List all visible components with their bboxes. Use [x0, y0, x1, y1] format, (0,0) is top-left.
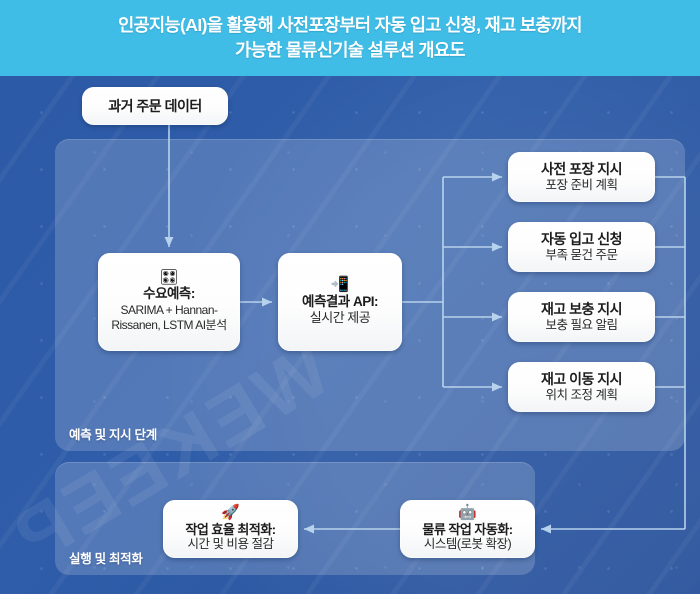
node-demand-forecast[interactable]: 🎛 수요예측: SARIMA + Hannan- Rissanen, LSTM …	[98, 253, 240, 351]
node-stock-move-instruction-title: 재고 이동 지시	[540, 370, 623, 387]
node-prediction-api[interactable]: 📲 예측결과 API: 실시간 제공	[278, 253, 402, 351]
node-source-data-title: 과거 주문 데이터	[108, 97, 202, 114]
node-efficiency-optimization-subtitle: 시간 및 비용 절감	[187, 537, 274, 552]
node-auto-inbound-request-title: 자동 입고 신청	[540, 230, 623, 247]
node-auto-inbound-request[interactable]: 자동 입고 신청 부족 묻건 주문	[508, 222, 655, 272]
node-logistics-automation-subtitle: 시스템(로봇 확장)	[423, 537, 512, 552]
panel-forecast-label: 예측 및 지시 단계	[69, 428, 157, 442]
node-prediction-api-subtitle: 실시간 제공	[309, 310, 371, 326]
node-demand-forecast-title: 수요예측:	[143, 286, 195, 302]
header-banner: 인공지능(AI)을 활용해 사전포장부터 자동 입고 신청, 재고 보충까지 가…	[0, 0, 700, 76]
diagram-canvas: WEKEEP 예측 및 지시 단계 실행 및 최적화	[0, 76, 700, 594]
node-prepack-instruction[interactable]: 사전 포장 지시 포장 준비 계획	[508, 152, 655, 202]
node-stock-replenish-instruction[interactable]: 재고 보충 지시 보충 필요 알림	[508, 292, 655, 342]
node-auto-inbound-request-subtitle: 부족 묻건 주문	[545, 247, 618, 262]
node-prepack-instruction-subtitle: 포장 준비 계획	[545, 177, 618, 192]
robot-icon: 🤖	[458, 504, 477, 522]
node-stock-replenish-instruction-title: 재고 보충 지시	[540, 300, 623, 317]
node-stock-move-instruction[interactable]: 재고 이동 지시 위치 조정 계획	[508, 362, 655, 412]
rocket-icon: 🚀	[221, 504, 240, 522]
node-prediction-api-title: 예측결과 API:	[302, 294, 378, 310]
node-prepack-instruction-title: 사전 포장 지시	[540, 160, 623, 177]
mobile-phone-arrow-icon: 📲	[330, 276, 350, 294]
control-knobs-icon: 🎛	[159, 268, 179, 286]
node-stock-replenish-instruction-subtitle: 보충 필요 알림	[545, 317, 618, 332]
node-logistics-automation[interactable]: 🤖 물류 작업 자동화: 시스템(로봇 확장)	[400, 500, 535, 558]
node-demand-forecast-subtitle: SARIMA + Hannan- Rissanen, LSTM AI분석	[111, 302, 227, 333]
panel-execution-label: 실행 및 최적화	[69, 552, 143, 566]
node-source-data[interactable]: 과거 주문 데이터	[82, 87, 228, 125]
node-logistics-automation-title: 물류 작업 자동화:	[422, 521, 513, 537]
node-efficiency-optimization[interactable]: 🚀 작업 효율 최적화: 시간 및 비용 절감	[163, 500, 298, 558]
page-title: 인공지능(AI)을 활용해 사전포장부터 자동 입고 신청, 재고 보충까지 가…	[118, 14, 582, 60]
node-stock-move-instruction-subtitle: 위치 조정 계획	[545, 387, 618, 402]
node-efficiency-optimization-title: 작업 효율 최적화:	[185, 521, 276, 537]
